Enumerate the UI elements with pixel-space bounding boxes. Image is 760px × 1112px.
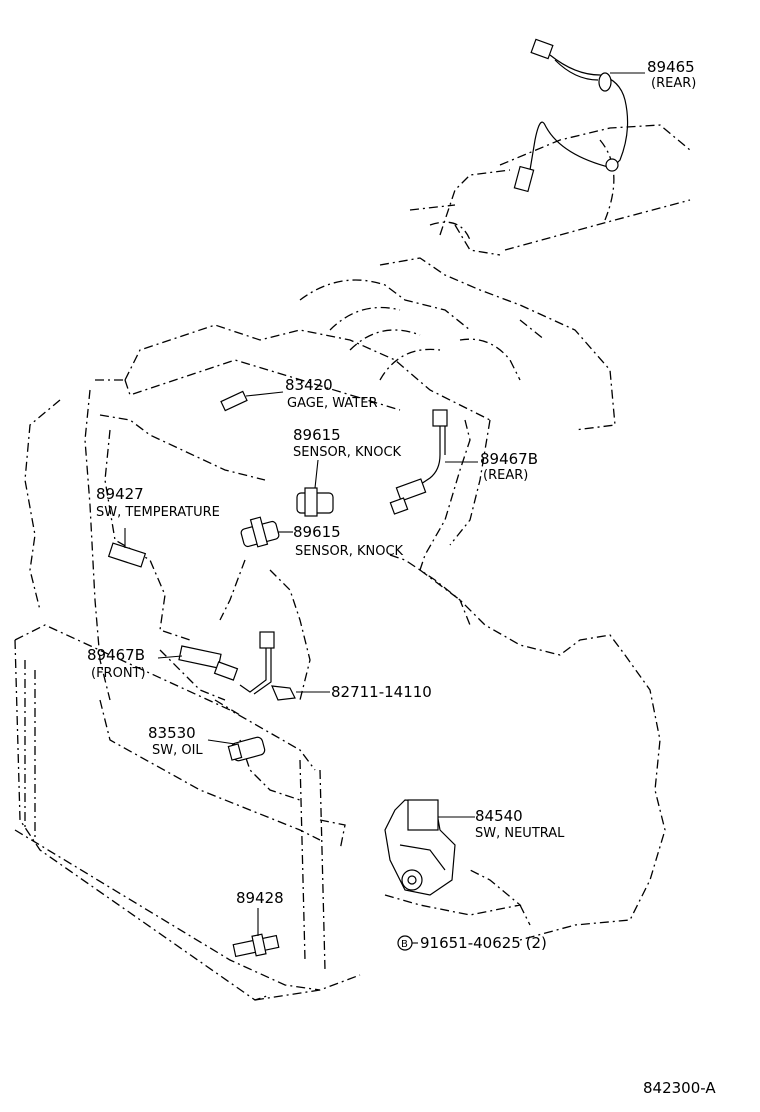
clip-82711 — [271, 685, 330, 701]
switch-83530 — [207, 736, 266, 762]
bolt-91651: B — [397, 935, 418, 951]
label-84540-desc: SW, NEUTRAL — [475, 826, 565, 841]
label-91651-number: 91651-40625 (2) — [420, 934, 547, 952]
label-89428-number: 89428 — [236, 889, 284, 907]
label-89467b-front-number: 89467B — [87, 646, 145, 664]
label-89467b-rear-number: 89467B — [480, 450, 538, 468]
bolt-marker: B — [401, 939, 408, 950]
sensor-89615-upper — [296, 459, 334, 517]
label-83530-number: 83530 — [148, 724, 196, 742]
diagram-code: 842300-A — [643, 1079, 716, 1097]
transmission-outline — [384, 869, 531, 926]
label-83420-desc: GAGE, WATER — [287, 396, 378, 411]
label-89467b-rear-desc: (REAR) — [483, 468, 528, 483]
sensor-89467b-rear — [389, 409, 478, 515]
label-89427-number: 89427 — [96, 485, 144, 503]
label-89467b-front-desc: (FRONT) — [91, 666, 146, 681]
switch-89427 — [107, 528, 147, 568]
label-89615a-desc: SENSOR, KNOCK — [293, 445, 402, 460]
radiator-outline — [14, 624, 361, 1001]
label-83420-number: 83420 — [285, 376, 333, 394]
switch-84540 — [384, 799, 475, 896]
sensor-83420 — [220, 390, 284, 412]
label-83530-desc: SW, OIL — [152, 743, 203, 758]
engine-outline — [24, 257, 666, 941]
exhaust-outline — [409, 124, 691, 256]
label-82711-number: 82711-14110 — [331, 683, 432, 701]
label-89465-desc: (REAR) — [651, 76, 696, 91]
label-89465-number: 89465 — [647, 58, 695, 76]
sensor-89428 — [232, 908, 280, 958]
sensor-89615-lower — [240, 516, 293, 548]
label-89615b-desc: SENSOR, KNOCK — [295, 544, 404, 559]
label-89427-desc: SW, TEMPERATURE — [96, 505, 220, 520]
label-84540-number: 84540 — [475, 807, 523, 825]
sensor-89467b-front — [157, 631, 275, 695]
label-89615b-number: 89615 — [293, 523, 341, 541]
label-89615a-number: 89615 — [293, 426, 341, 444]
sensor-89465 — [513, 38, 645, 193]
